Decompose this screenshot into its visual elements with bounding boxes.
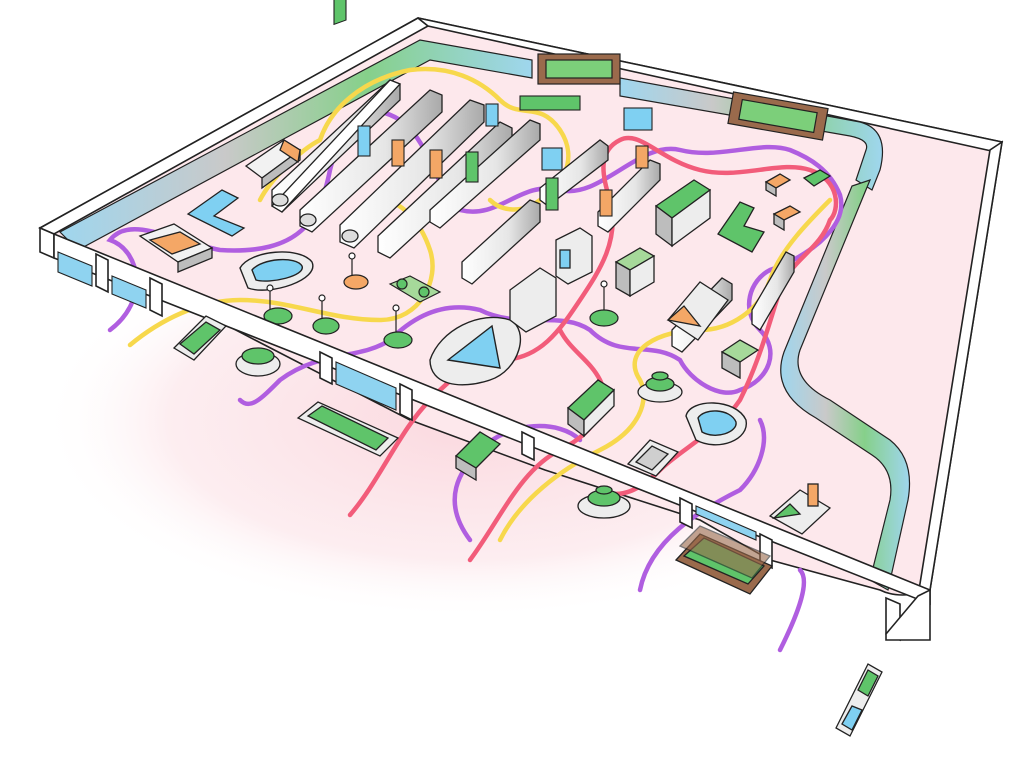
- end-cap-blue-4: [623, 107, 653, 131]
- end-cap-green-4: [545, 177, 559, 211]
- front-wall-pillar-6: [679, 496, 693, 530]
- l-display-green: [717, 201, 765, 253]
- window-2: [111, 275, 147, 309]
- open-crate: [626, 439, 680, 477]
- green-box-right: [720, 339, 760, 380]
- gondola-5: [429, 119, 541, 229]
- gondola-1: [270, 79, 402, 213]
- front-wall-pillar-5: [521, 430, 535, 462]
- round-table-4: [383, 304, 413, 349]
- green-block-1: [654, 179, 712, 248]
- orange-kiosk-2: [772, 205, 802, 232]
- end-cap-orange-2: [429, 149, 443, 179]
- shelving-rows: [270, 79, 795, 353]
- counter-top-left: [244, 139, 302, 190]
- triangle-island-center: [429, 316, 521, 386]
- end-cap-blue-1: [357, 125, 371, 157]
- l-counter-blue: [186, 189, 246, 237]
- round-table-5: [589, 280, 619, 327]
- gondola-6: [461, 199, 541, 285]
- gondola-10: [751, 251, 795, 331]
- gondola-3: [339, 99, 485, 249]
- window-4: [695, 505, 757, 541]
- left-counters: [138, 139, 302, 273]
- green-stand-front: [454, 431, 502, 482]
- plant-cluster: [388, 275, 442, 303]
- gondola-8: [597, 159, 661, 233]
- tiered-round-front: [577, 485, 631, 519]
- counter-orange-left: [138, 223, 214, 273]
- round-table-1: [263, 284, 293, 325]
- center-right-displays: [509, 169, 832, 380]
- entrance-steps: [674, 525, 774, 595]
- end-cap-blue-2: [485, 103, 499, 127]
- end-cap-green-2: [465, 151, 479, 183]
- oval-island-right: [685, 402, 747, 446]
- end-cap-green-1: [333, 0, 347, 26]
- tiered-round-display: [637, 371, 683, 403]
- front-displays: [454, 371, 832, 535]
- outside-displays: [172, 315, 883, 737]
- green-cube-1: [802, 169, 832, 187]
- sidewalk-planter-1: [172, 315, 228, 361]
- sign-post: [835, 663, 883, 737]
- bin-display-1: [614, 247, 656, 298]
- gondola-2: [299, 89, 443, 233]
- end-cap-green-3: [519, 95, 581, 111]
- stepped-display-1: [566, 379, 616, 438]
- front-windows: [57, 251, 757, 541]
- window-3: [335, 361, 397, 411]
- roof-display: [666, 281, 729, 341]
- shopper-path-yellow: [127, 66, 833, 543]
- back-wall-cabinets: [537, 53, 829, 141]
- front-wall: [39, 226, 931, 642]
- front-wall-pillar-2: [149, 276, 163, 318]
- front-wall-pillar-1: [95, 252, 109, 294]
- small-round-tables: [263, 252, 619, 349]
- end-cap-orange-4: [635, 145, 649, 169]
- end-cap-orange-3: [599, 189, 613, 217]
- orange-kiosk-1: [764, 173, 792, 198]
- sidewalk-planter-long: [296, 401, 400, 457]
- end-cap-blue-3: [541, 147, 563, 171]
- end-cap-orange-1: [391, 139, 405, 167]
- window-1: [57, 251, 93, 287]
- sidewalk-plant-round: [235, 347, 281, 377]
- oval-island-left: [239, 251, 314, 291]
- front-wall-pillar-4: [399, 382, 413, 422]
- round-table-3: [343, 252, 369, 290]
- oval-displays: [239, 251, 747, 446]
- front-wall-pillar-3: [319, 350, 333, 386]
- chimney-display: [768, 483, 832, 535]
- tower-display-center: [509, 227, 593, 333]
- front-wall-right-end: [885, 588, 931, 641]
- end-cap-panels: [333, 0, 653, 217]
- round-table-2: [312, 294, 340, 335]
- outer-walls: [38, 17, 1004, 598]
